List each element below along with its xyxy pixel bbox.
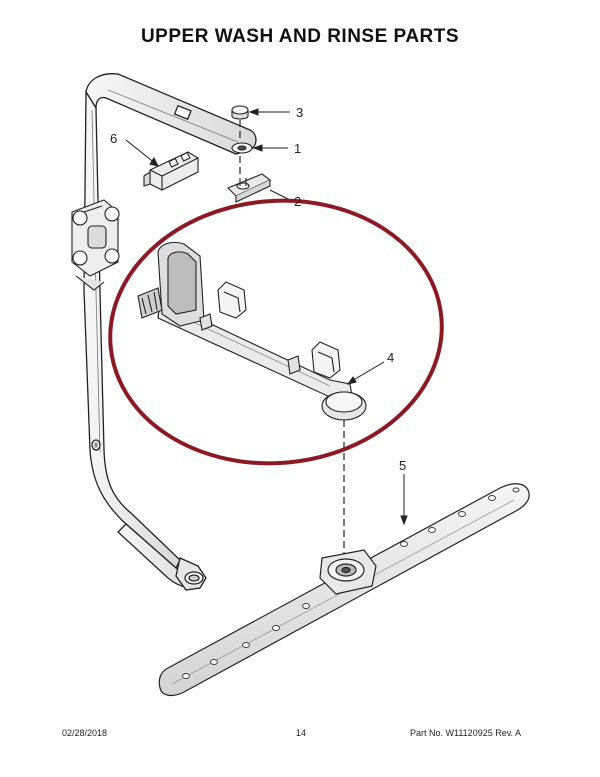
footer-part-number: Part No. W11120925 Rev. A [410, 728, 522, 738]
callout-5: 5 [399, 458, 406, 473]
part-3-cap [231, 105, 249, 120]
callout-1: 1 [294, 141, 301, 156]
assembly-center-lines [239, 120, 345, 562]
page-title: UPPER WASH AND RINSE PARTS [140, 26, 460, 47]
callout-6: 6 [110, 131, 117, 146]
upper-wash-tube [83, 73, 257, 591]
part-5-wash-arm [158, 483, 530, 697]
callout-2: 2 [294, 194, 301, 209]
part-1-seal [231, 142, 253, 154]
tube-valve-assembly [71, 199, 120, 291]
callout-leader-lines [125, 108, 408, 526]
callout-3: 3 [296, 105, 303, 120]
part-4-wash-arm-mount [137, 241, 367, 421]
footer-page-number: 14 [296, 728, 307, 738]
part-6-bracket [143, 151, 199, 191]
footer-date: 02/28/2018 [62, 728, 108, 738]
wash-arm-spray-holes [182, 487, 520, 679]
highlight-circle [108, 198, 444, 466]
part-2-connector [227, 173, 272, 203]
callout-4: 4 [387, 350, 394, 365]
